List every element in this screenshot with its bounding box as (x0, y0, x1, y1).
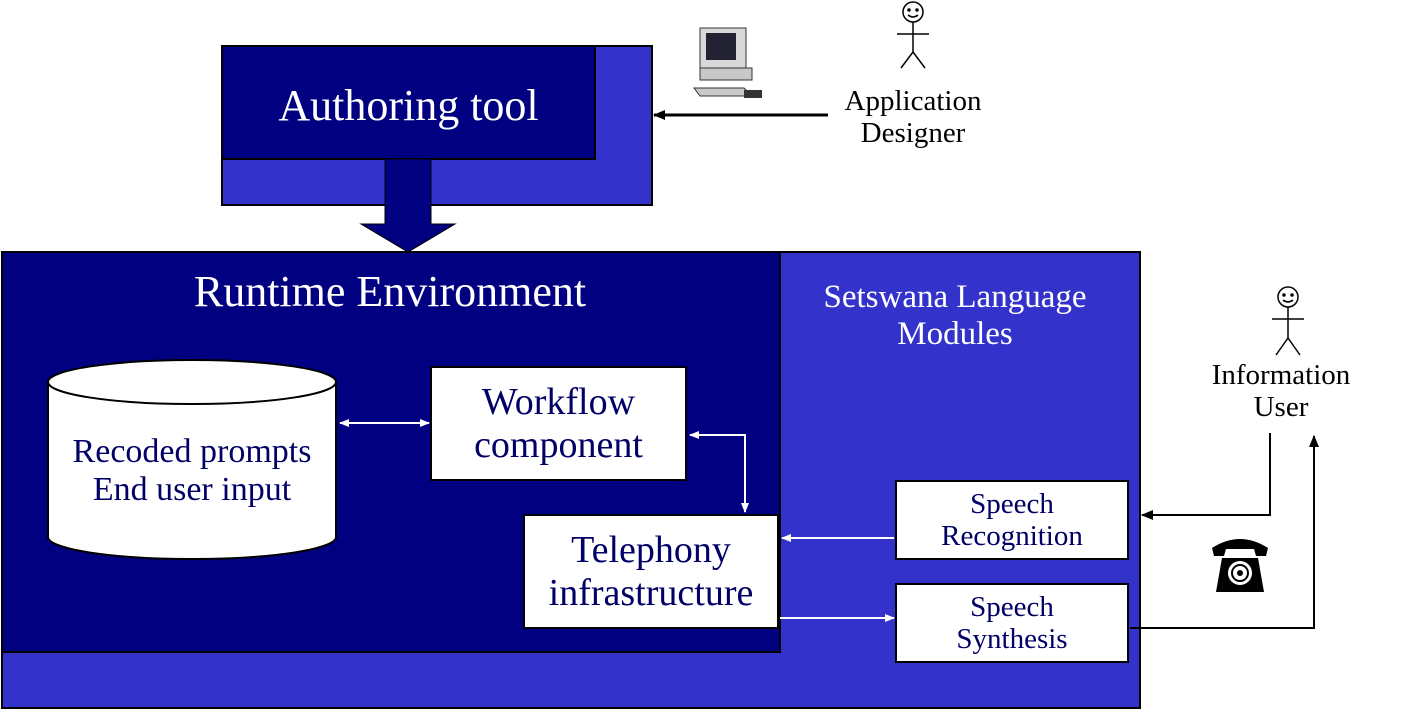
user-label-line2: User (1253, 391, 1309, 423)
speech-synthesis-label: Speech Synthesis (896, 584, 1128, 662)
designer-label-line1: Application (844, 84, 982, 117)
workflow-label: Workflow component (431, 367, 686, 480)
telephone-icon (1212, 539, 1268, 592)
database-cylinder-icon (47, 359, 337, 560)
telephony-label: Telephony infrastructure (524, 515, 778, 628)
designer-stick-figure-icon (897, 1, 929, 69)
runtime-environment-title: Runtime Environment (193, 267, 587, 317)
speech-synthesis-line1: Speech (970, 590, 1054, 623)
language-modules-title-line2: Modules (897, 316, 1013, 352)
workflow-label-line1: Workflow (481, 380, 636, 423)
speech-synthesis-line2: Synthesis (956, 623, 1068, 655)
user-label: Information User (1186, 352, 1376, 430)
speech-recognition-line2: Recognition (941, 520, 1083, 552)
designer-label-line2: Designer (860, 117, 966, 149)
authoring-tool-label: Authoring tool (278, 81, 539, 131)
telephony-box (523, 514, 779, 629)
workflow-label-line2: component (474, 423, 643, 466)
authoring-tool-box (221, 45, 596, 160)
computer-icon (693, 27, 762, 98)
language-modules-title-line1: Setswana Language (823, 279, 1087, 316)
database-label: Recoded prompts End user input (48, 426, 336, 516)
designer-label: Application Designer (820, 78, 1006, 156)
deploy-arrow (359, 158, 457, 253)
workflow-box (430, 366, 687, 481)
synthesis-to-user-arrow (1130, 435, 1319, 629)
user-stick-figure-icon (1272, 286, 1304, 356)
speech-recognition-box (895, 480, 1129, 560)
database-label-line1: Recoded prompts (72, 432, 312, 470)
workflow-telephony-arrow (689, 431, 749, 513)
speech-synthesis-box (895, 583, 1129, 663)
language-modules-title: Setswana Language Modules (790, 274, 1120, 358)
telephony-label-line1: Telephony (571, 528, 731, 571)
speech-recognition-label: Speech Recognition (896, 481, 1128, 559)
user-label-line1: Information (1211, 358, 1351, 391)
telephony-label-line2: infrastructure (548, 571, 754, 614)
database-label-line2: End user input (92, 471, 292, 508)
user-to-recognition-arrow (1141, 433, 1271, 520)
speech-recognition-line1: Speech (970, 487, 1054, 520)
